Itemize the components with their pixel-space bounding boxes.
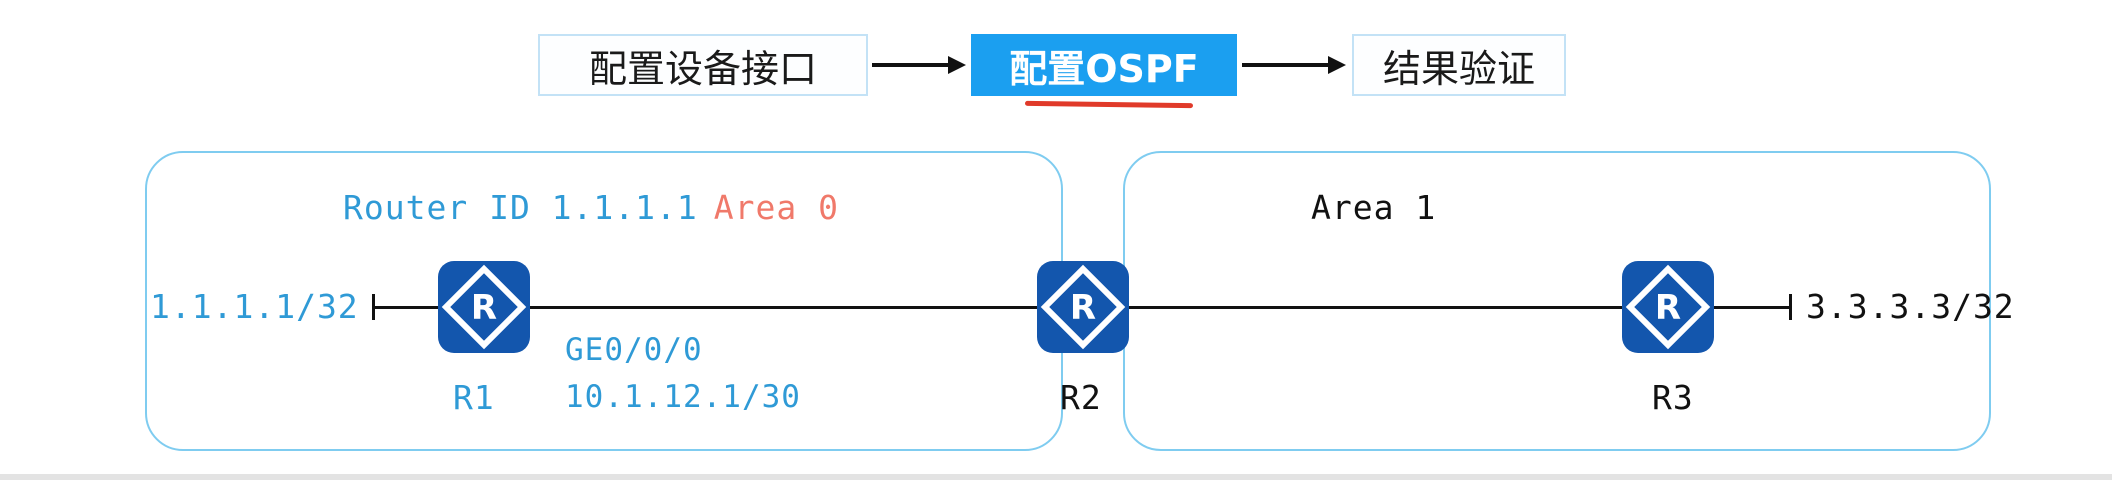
bottom-divider (0, 474, 2112, 480)
flow-step-label: 配置OSPF (1009, 46, 1199, 91)
router-icon: R (438, 261, 530, 353)
r3-loopback-address: 3.3.3.3/32 (1806, 287, 2015, 326)
r1-interface-ip: 10.1.12.1/30 (565, 379, 801, 415)
arrow-shaft (1242, 63, 1332, 67)
arrow-head-icon (948, 56, 966, 74)
router-icon: R (1037, 261, 1129, 353)
router-r3: R (1620, 259, 1716, 355)
flow-step-label: 结果验证 (1382, 46, 1535, 91)
router-r1: R (436, 259, 532, 355)
flow-arrow-2 (1242, 55, 1346, 75)
router-name-r1: R1 (453, 378, 495, 417)
left-endpoint-tick (372, 294, 375, 320)
flow-step-configure-ospf: 配置OSPF (971, 34, 1237, 96)
router-r2: R (1035, 259, 1131, 355)
flow-step-verify-results: 结果验证 (1352, 34, 1566, 96)
router-icon-letter: R (471, 288, 497, 328)
right-endpoint-tick (1789, 294, 1792, 320)
router-id-label: Router ID 1.1.1.1 (343, 188, 698, 227)
router-name-r2: R2 (1060, 378, 1102, 417)
r1-interface-name: GE0/0/0 (565, 332, 703, 368)
flow-arrow-1 (872, 55, 966, 75)
flow-step-label: 配置设备接口 (588, 46, 817, 91)
r1-loopback-address: 1.1.1.1/32 (150, 287, 359, 326)
arrow-head-icon (1328, 56, 1346, 74)
area0-label: Area 0 (713, 188, 839, 227)
flow-step-configure-interfaces: 配置设备接口 (538, 34, 868, 96)
area1-label: Area 1 (1311, 188, 1437, 227)
area0-header: Router ID 1.1.1.1 Area 0 (343, 188, 839, 227)
router-icon-letter: R (1070, 288, 1096, 328)
arrow-shaft (872, 63, 952, 67)
active-step-red-underline (1024, 100, 1194, 109)
router-name-r3: R3 (1652, 378, 1694, 417)
router-icon: R (1622, 261, 1714, 353)
router-icon-letter: R (1655, 288, 1681, 328)
